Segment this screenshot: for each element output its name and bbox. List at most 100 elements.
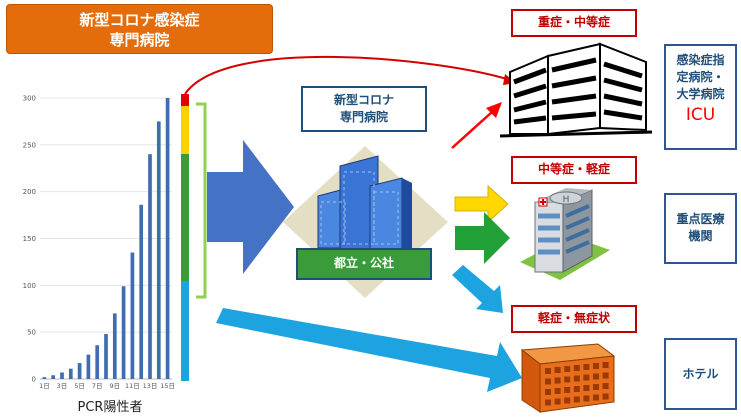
moderate-hospital-building-icon: H (520, 188, 610, 280)
hotel-window (573, 396, 580, 403)
chart-bar (68, 368, 73, 379)
hotel-window (545, 399, 551, 406)
center-hospital-label: 新型コロナ 専門病院 (301, 86, 427, 132)
severity-segment-mild (181, 154, 189, 281)
chart-bar (139, 204, 144, 379)
chart-x-tick-label: 7日 (92, 382, 103, 390)
chart-bar (42, 377, 47, 379)
chart-x-tick-label: 15日 (160, 382, 175, 390)
hotel-window (564, 397, 571, 404)
chart-y-tick-label: 50 (27, 329, 36, 337)
center-label-line1: 新型コロナ (333, 93, 394, 107)
center-label-line2: 専門病院 (339, 110, 388, 124)
red-straight-arrow (451, 111, 493, 149)
chart-bar (95, 345, 100, 379)
chart-y-tick-label: 0 (32, 376, 36, 384)
chart-x-tick-label: 13日 (143, 382, 158, 390)
severe-hospital-building-icon (499, 42, 653, 138)
hotel-window (564, 366, 571, 372)
chart-x-tick-label: 11日 (125, 382, 140, 390)
hotel-window (545, 389, 551, 395)
red-curve-arrow (184, 55, 511, 95)
chart-y-tick-label: 250 (23, 141, 36, 149)
public-hospital-buildings-icon (317, 155, 412, 251)
designated-line1: 感染症指 (676, 53, 725, 67)
green-bracket (196, 102, 207, 299)
chart-x-tick-label: 9日 (109, 382, 120, 390)
yellow-arrow (454, 184, 509, 224)
chart-bar (77, 363, 82, 379)
title-line2: 専門病院 (109, 31, 170, 49)
hotel-window (583, 385, 590, 391)
svg-text:H: H (563, 195, 570, 205)
hotel-window (583, 374, 590, 381)
priority-line1: 重点医療 (676, 212, 725, 226)
chart-y-tick-label: 300 (23, 95, 36, 103)
priority-line2: 機関 (688, 229, 713, 243)
chart-bar (60, 372, 64, 379)
hotel-window (554, 398, 561, 405)
severe-label: 重症・中等症 (511, 9, 637, 37)
chart-x-tick-label: 1日 (39, 382, 50, 390)
chart-bar (130, 252, 135, 379)
chart-bar (86, 354, 91, 379)
hotel-windows (545, 362, 609, 406)
chart-bar (165, 98, 170, 379)
hotel-window (593, 363, 599, 369)
moderate-label: 中等症・軽症 (511, 156, 637, 184)
hotel-window (554, 367, 561, 373)
chart-bar (104, 334, 108, 379)
green-arrow (455, 212, 510, 264)
icu-label: ICU (685, 105, 716, 125)
chart-y-ticks: 0 50 100 150 200 250 300 (23, 95, 36, 384)
chart-y-tick-label: 100 (23, 282, 36, 290)
chart-bar (121, 286, 126, 379)
hotel-window (573, 365, 580, 371)
hotel-box: ホテル (664, 338, 737, 410)
chart-bar (51, 375, 56, 379)
severity-bar (181, 94, 189, 381)
hotel-window (573, 386, 580, 392)
hotel-building-icon (520, 343, 616, 413)
cyan-short-arrow (452, 265, 503, 313)
hotel-window (602, 372, 609, 379)
diagram-title: 新型コロナ感染症 専門病院 (6, 4, 273, 54)
chart-bar (112, 313, 117, 379)
severity-segment-moderate (181, 106, 189, 154)
hotel-window (545, 378, 551, 385)
hotel-window (573, 375, 580, 382)
hotel-window (593, 394, 599, 401)
red-straight-arrow-head (486, 102, 502, 118)
cyan-long-arrow (216, 308, 522, 392)
hotel-window (564, 376, 571, 383)
mild-label: 軽症・無症状 (511, 305, 637, 333)
priority-hospital-box: 重点医療 機関 (664, 193, 737, 264)
chart-y-tick-label: 200 (23, 188, 36, 196)
title-line1: 新型コロナ感染症 (79, 11, 200, 29)
hotel-window (602, 362, 609, 368)
chart-bar (148, 154, 152, 379)
hotel-window (593, 373, 599, 380)
chart-bars (42, 98, 170, 380)
severity-segment-asymptomatic (181, 281, 189, 381)
hotel-window (564, 387, 571, 393)
hotel-window (583, 395, 590, 402)
hotel-window (554, 388, 561, 394)
designated-line3: 大学病院 (676, 87, 725, 101)
hotel-window (545, 368, 551, 374)
chart-x-tick-label: 3日 (57, 382, 68, 390)
hotel-window (593, 384, 599, 390)
designated-hospital-box: 感染症指 定病院・ 大学病院 ICU (664, 44, 737, 150)
chart-x-tick-label: 5日 (74, 382, 85, 390)
hotel-window (602, 393, 609, 400)
hotel-window (602, 383, 609, 389)
severity-segment-severe (181, 94, 189, 106)
chart-y-tick-label: 150 (23, 235, 36, 243)
public-hospital-label: 都立・公社 (296, 248, 432, 280)
hotel-window (554, 377, 561, 384)
chart-x-label: PCR陽性者 (78, 400, 143, 415)
hotel-window (583, 364, 590, 370)
